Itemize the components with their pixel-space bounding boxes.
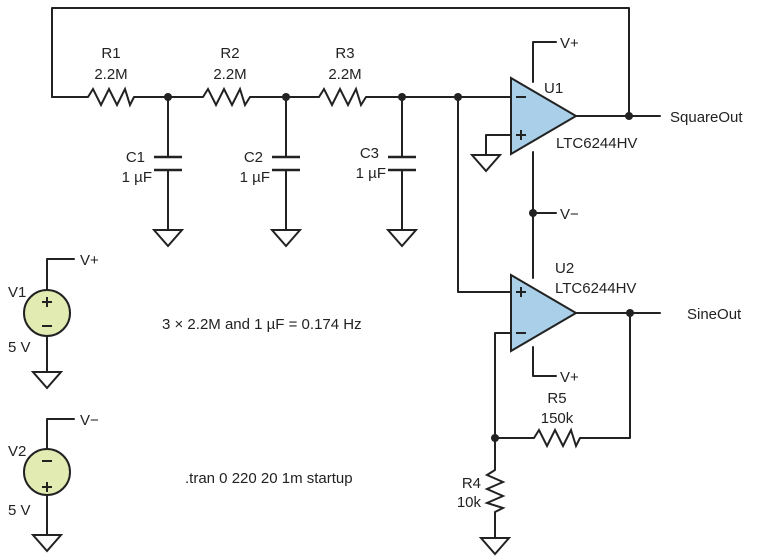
capacitor-c2 [272,155,300,172]
ground-symbol [30,534,64,553]
r1-ref-label: R1 [101,45,120,62]
junction-dot [398,93,406,101]
opamp-u1 [510,76,578,156]
ground-symbol [30,371,64,390]
net-label-vplus-u2: V+ [560,369,579,386]
capacitor-c3 [388,155,416,172]
r5-ref-label: R5 [547,390,566,407]
source-v2-plus-sign [42,482,52,492]
resistor-r4 [484,469,506,513]
ground-symbol [385,229,419,248]
r5-value-label: 150k [541,410,574,427]
junction-dot [454,93,462,101]
c3-ref-label: C3 [360,145,379,162]
v1-ref-label: V1 [8,284,26,301]
capacitor-c1 [154,155,182,172]
junction-dot [626,309,634,317]
frequency-note: 3 × 2.2M and 1 µF = 0.174 Hz [162,316,362,333]
c3-value-label: 1 µF [356,165,386,182]
r3-value-label: 2.2M [328,66,361,83]
ground-symbol [151,229,185,248]
ground-symbol [469,154,503,173]
r3-ref-label: R3 [335,45,354,62]
junction-dot [282,93,290,101]
resistor-r5 [533,427,581,449]
u2-ref-label: U2 [555,260,574,277]
r2-value-label: 2.2M [213,66,246,83]
junction-dot [164,93,172,101]
c2-value-label: 1 µF [240,169,270,186]
net-label-vminus-v2: V− [80,412,99,429]
net-label-vplus-v1: V+ [80,252,99,269]
net-label-sine-out: SineOut [687,306,742,323]
voltage-source-v1 [23,289,71,337]
net-label-vminus: V− [560,206,579,223]
v2-value-label: 5 V [8,502,31,519]
opamp-u1-plus-pin [516,130,526,140]
c2-ref-label: C2 [244,149,263,166]
resistor-r3 [318,86,367,108]
junction-dot [625,112,633,120]
r2-ref-label: R2 [220,45,239,62]
v2-ref-label: V2 [8,443,26,460]
resistor-r2 [202,86,251,108]
opamp-u2 [510,273,578,353]
wires [46,7,661,539]
c1-value-label: 1 µF [122,169,152,186]
u2-part-label: LTC6244HV [555,280,636,297]
opamp-u2-plus-pin [516,287,526,297]
simulation-directive: .tran 0 220 20 1m startup [185,470,353,487]
net-label-vplus-u1: V+ [560,35,579,52]
junction-dot [491,434,499,442]
u1-ref-label: U1 [544,80,563,97]
junction-dot [529,209,537,217]
r4-ref-label: R4 [462,475,481,492]
voltage-source-v2 [23,448,71,496]
r1-value-label: 2.2M [94,66,127,83]
u1-part-label: LTC6244HV [556,135,637,152]
resistor-r1 [87,86,135,108]
v1-value-label: 5 V [8,339,31,356]
ground-symbol [269,229,303,248]
c1-ref-label: C1 [126,149,145,166]
source-v1-plus-sign [42,297,52,307]
ground-symbol [478,537,512,556]
net-label-square-out: SquareOut [670,109,743,126]
r4-value-label: 10k [457,494,482,511]
